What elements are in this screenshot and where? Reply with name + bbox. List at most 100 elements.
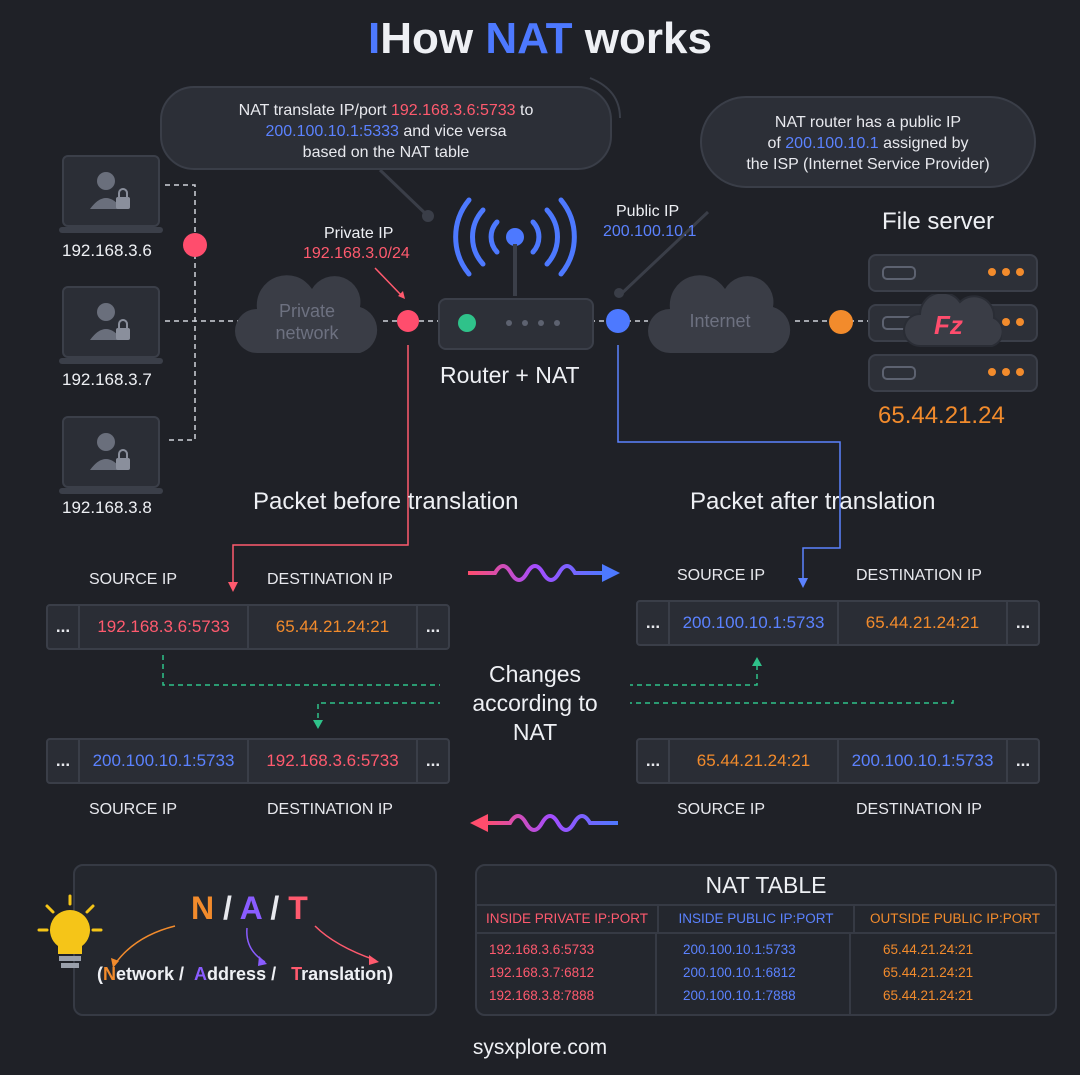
nat-translate-bubble: NAT translate IP/port 192.168.3.6:5733 t… xyxy=(160,86,612,170)
packet-before-title: Packet before translation xyxy=(253,488,519,515)
nat-table-header-row: INSIDE PRIVATE IP:PORT INSIDE PUBLIC IP:… xyxy=(477,906,1055,934)
packet-reply-out: ... 200.100.10.1:5733 192.168.3.6:5733 .… xyxy=(46,738,450,784)
bubble-text: and vice versa xyxy=(398,123,507,140)
public-ip-bubble: NAT router has a public IP of 200.100.10… xyxy=(700,96,1036,188)
packet-dst-ip: 65.44.21.24:21 xyxy=(839,602,1008,644)
file-server-ip: 65.44.21.24 xyxy=(878,402,1005,429)
server-unit xyxy=(868,354,1038,392)
acronym-letters: N / A / T xyxy=(191,890,308,927)
nat-cell: 200.100.10.1:5733 xyxy=(683,942,796,957)
laptop-base xyxy=(59,227,163,233)
reply-out-source-header: SOURCE IP xyxy=(89,801,178,818)
packet-after-title: Packet after translation xyxy=(690,488,936,515)
nat-header-inside-private: INSIDE PRIVATE IP:PORT xyxy=(477,906,659,932)
acronym-panel: N / A / T (Network / Address / Translati… xyxy=(37,864,437,1016)
host-ip-3: 192.168.3.8 xyxy=(62,498,152,517)
acronym-translation: ranslation xyxy=(301,964,388,984)
changes-line-2: according to xyxy=(472,690,598,716)
before-source-header: SOURCE IP xyxy=(89,571,178,588)
packet-dst-ip: 200.100.10.1:5733 xyxy=(839,740,1008,782)
bubble-line-2: of 200.100.10.1 assigned by xyxy=(702,133,1034,154)
router-port-icons xyxy=(506,320,576,326)
nat-table-title: NAT TABLE xyxy=(477,866,1055,906)
router-icon xyxy=(438,298,594,350)
lightbulb-icon xyxy=(37,894,103,968)
private-ip-value: 192.168.3.0/24 xyxy=(303,245,410,262)
nat-cell: 192.168.3.8:7888 xyxy=(489,988,595,1003)
public-ip-value: 200.100.10.1 xyxy=(603,223,697,240)
bubble-line-1: NAT translate IP/port 192.168.3.6:5733 t… xyxy=(162,100,610,121)
server-unit xyxy=(868,254,1038,292)
changes-line-3: NAT xyxy=(512,719,558,745)
acronym-arrows xyxy=(111,925,379,968)
laptop-host-2 xyxy=(59,286,163,364)
reply-in-destination-header: DESTINATION IP xyxy=(856,801,982,818)
nat-cell: 65.44.21.24:21 xyxy=(883,988,974,1003)
title-suffix: works xyxy=(572,14,712,63)
acronym-address: ddress / xyxy=(207,964,277,984)
nat-table-body: 192.168.3.6:5733 192.168.3.7:6812 192.16… xyxy=(477,934,1055,1014)
bubble-text: assigned by xyxy=(878,135,969,152)
acronym-t-initial: T xyxy=(291,964,302,984)
nat-cell: 192.168.3.6:5733 xyxy=(489,942,595,957)
filezilla-logo: Fz xyxy=(934,310,963,340)
nat-cell: 65.44.21.24:21 xyxy=(883,965,974,980)
changes-line-1: Changes xyxy=(488,661,582,687)
wifi-signal-icon xyxy=(453,197,577,296)
nat-header-inside-public: INSIDE PUBLIC IP:PORT xyxy=(659,906,855,932)
acronym-a: A xyxy=(239,890,262,926)
nat-header-outside-public: OUTSIDE PUBLIC IP:PORT xyxy=(869,911,1041,926)
laptop-icon xyxy=(62,155,160,227)
title-prefix: How xyxy=(380,14,486,63)
server-dot-icon xyxy=(829,310,853,334)
pointer-dot-icon xyxy=(422,210,434,222)
footer-site: sysxplore.com xyxy=(472,1036,608,1059)
after-destination-header: DESTINATION IP xyxy=(856,567,982,584)
bubble-public-ip: 200.100.10.1 xyxy=(785,135,879,152)
packet-reply-in: ... 65.44.21.24:21 200.100.10.1:5733 ... xyxy=(636,738,1040,784)
acronym-n-initial: N xyxy=(103,964,116,984)
acronym-a-initial: A xyxy=(194,964,208,984)
after-source-header: SOURCE IP xyxy=(677,567,766,584)
filezilla-cloud-icon xyxy=(903,294,1002,347)
server-rack-icon xyxy=(868,254,1038,392)
user-lock-icon xyxy=(90,433,130,470)
packet-src-ip: 200.100.10.1:5733 xyxy=(668,602,839,644)
packet-dots: ... xyxy=(425,617,441,636)
laptop-icon xyxy=(62,416,160,488)
packet-src-ip: 192.168.3.6:5733 xyxy=(78,606,249,648)
bubble-text: of xyxy=(767,135,786,152)
laptop-icon xyxy=(62,286,160,358)
cloud-label-line-1: Private xyxy=(278,301,336,321)
public-ip-dot-icon xyxy=(606,309,630,333)
bubble-line-3: the ISP (Internet Service Provider) xyxy=(746,156,990,173)
page-title: IHow NAT works xyxy=(0,14,1080,64)
file-server-label: File server xyxy=(882,208,995,235)
nat-cell: 200.100.10.1:7888 xyxy=(683,988,796,1003)
nat-col-outside-public: 65.44.21.24:21 65.44.21.24:21 65.44.21.2… xyxy=(851,934,1055,1014)
nat-cell: 192.168.3.7:6812 xyxy=(489,965,595,980)
before-destination-header: DESTINATION IP xyxy=(267,571,393,588)
packet-dots: ... xyxy=(645,751,661,770)
packet-after: ... 200.100.10.1:5733 65.44.21.24:21 ... xyxy=(636,600,1040,646)
laptop-base xyxy=(59,358,163,364)
private-network-label: Private network xyxy=(232,300,382,344)
packet-dots: ... xyxy=(55,617,71,636)
packet-dots: ... xyxy=(55,751,71,770)
reply-in-source-header: SOURCE IP xyxy=(677,801,766,818)
laptop-host-3 xyxy=(59,416,163,494)
internet-cloud-icon xyxy=(648,275,791,353)
laptop-host-1 xyxy=(59,155,163,233)
packet-dots: ... xyxy=(425,751,441,770)
bubble-public-ip: 200.100.10.1:5333 xyxy=(265,123,399,140)
user-lock-icon xyxy=(90,303,130,340)
packet-dst-ip: 65.44.21.24:21 xyxy=(249,606,418,648)
acronym-network: etwork / xyxy=(116,964,185,984)
nat-cell: 200.100.10.1:6812 xyxy=(683,965,796,980)
packet-dots: ... xyxy=(1015,751,1031,770)
internet-label: Internet xyxy=(689,311,751,331)
laptop-base xyxy=(59,488,163,494)
nat-cell: 65.44.21.24:21 xyxy=(883,942,974,957)
bubble-line-2: 200.100.10.1:5333 and vice versa xyxy=(162,121,610,142)
paren-open: ( xyxy=(97,964,103,984)
